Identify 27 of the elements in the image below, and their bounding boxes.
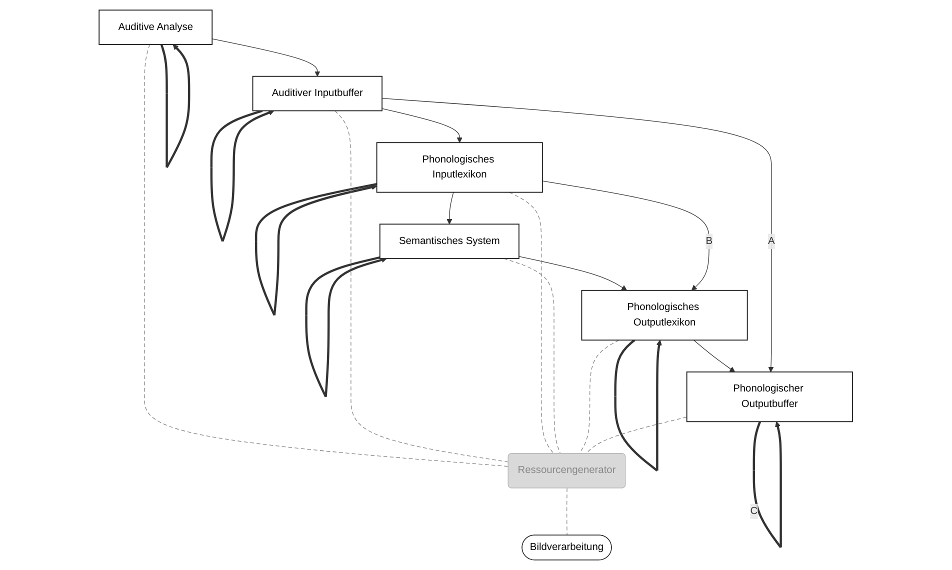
connector <box>586 416 688 454</box>
edge-label: B <box>706 236 713 246</box>
arrow <box>212 38 320 77</box>
arrow <box>542 180 710 291</box>
arrow <box>255 182 378 316</box>
node-box: Auditiver Inputbuffer <box>252 76 383 112</box>
arrow <box>210 110 274 242</box>
arrow <box>382 98 774 372</box>
arrow <box>753 421 782 548</box>
connector <box>504 258 561 454</box>
arrow <box>694 340 736 372</box>
connector <box>566 488 568 536</box>
edge-label: C <box>750 506 758 517</box>
connector <box>334 110 510 462</box>
arrow <box>305 256 388 398</box>
arrow <box>160 44 190 168</box>
arrow <box>518 256 628 291</box>
node-box: Phonologisches Inputlexikon <box>376 142 544 193</box>
edge-label: A <box>768 236 776 246</box>
arrow <box>382 108 463 143</box>
node-box: Phonologisches Outputlexikon <box>581 290 748 341</box>
node-box: Semantisches System <box>380 224 520 260</box>
arrow <box>446 192 454 224</box>
connector <box>144 44 510 467</box>
node-box: Auditive Analyse <box>98 10 213 45</box>
node-box: Phonologischer Outputbuffer <box>686 371 854 422</box>
arrow <box>614 339 662 472</box>
